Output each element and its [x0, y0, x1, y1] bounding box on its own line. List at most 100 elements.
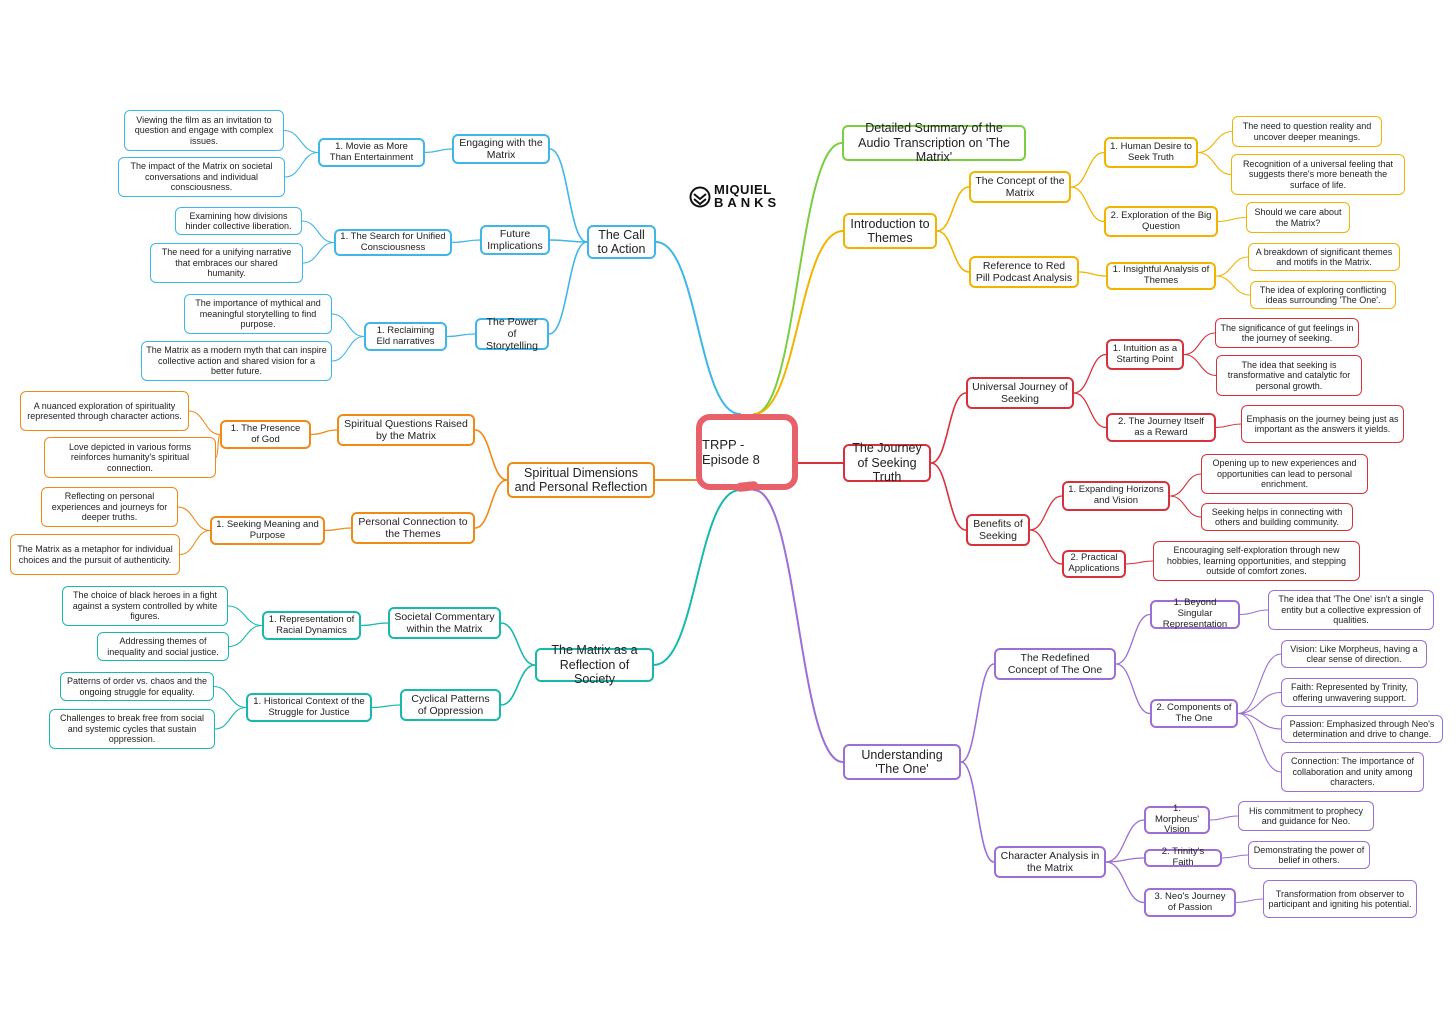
- leaf-node-should-we-care-about-the-matrix[interactable]: Should we care about the Matrix?: [1246, 202, 1350, 233]
- leaf-connector-seeking-helps-in-connecting-with-others-: [1169, 495, 1202, 518]
- leaf-connector-the-need-for-a-unifying-narrative-that-e: [302, 241, 335, 264]
- sub-node-spiritual-questions-raised-by-the-matrix[interactable]: Spiritual Questions Raised by the Matrix: [337, 414, 475, 446]
- item-node-1-human-desire-to-seek-truth[interactable]: 1. Human Desire to Seek Truth: [1104, 137, 1198, 168]
- leaf-node-the-significance-of-gut-feelings-in-the--label: The significance of gut feelings in the …: [1220, 322, 1354, 343]
- leaf-node-the-matrix-as-a-modern-myth-that-can-ins[interactable]: The Matrix as a modern myth that can ins…: [141, 341, 332, 381]
- leaf-node-viewing-the-film-as-an-invitation-to-que[interactable]: Viewing the film as an invitation to que…: [124, 110, 284, 151]
- leaf-connector-the-idea-that-seeking-is-transformative-: [1183, 353, 1217, 377]
- sub-node-societal-commentary-within-the-matrix[interactable]: Societal Commentary within the Matrix: [388, 607, 501, 639]
- item-node-3-neo-s-journey-of-passion[interactable]: 3. Neo's Journey of Passion: [1144, 888, 1236, 917]
- leaf-node-love-depicted-in-various-forms-reinforce[interactable]: Love depicted in various forms reinforce…: [44, 437, 216, 478]
- branch-node-intro[interactable]: Introduction to Themes: [843, 213, 937, 249]
- branch-node-call[interactable]: The Call to Action: [587, 225, 656, 259]
- leaf-node-challenges-to-break-free-from-social-and[interactable]: Challenges to break free from social and…: [49, 709, 215, 749]
- leaf-node-faith-represented-by-trinity-offering-un[interactable]: Faith: Represented by Trinity, offering …: [1281, 678, 1418, 707]
- item-node-2-exploration-of-the-big-question-label: 2. Exploration of the Big Question: [1110, 209, 1212, 232]
- leaf-node-the-matrix-as-a-metaphor-for-individual--label: The Matrix as a metaphor for individual …: [17, 544, 173, 565]
- branch-node-summary[interactable]: Detailed Summary of the Audio Transcript…: [842, 121, 1026, 164]
- leaf-node-vision-like-morpheus-having-a-clear-sens[interactable]: Vision: Like Morpheus, having a clear se…: [1281, 640, 1427, 668]
- leaf-node-the-need-for-a-unifying-narrative-that-e[interactable]: The need for a unifying narrative that e…: [150, 243, 303, 283]
- item-node-1-seeking-meaning-and-purpose[interactable]: 1. Seeking Meaning and Purpose: [210, 516, 325, 545]
- item-node-2-trinity-s-faith[interactable]: 2. Trinity's Faith: [1144, 846, 1222, 868]
- leaf-node-connection-the-importance-of-collaborati[interactable]: Connection: The importance of collaborat…: [1281, 752, 1424, 792]
- leaf-node-the-importance-of-mythical-and-meaningfu[interactable]: The importance of mythical and meaningfu…: [184, 294, 332, 334]
- item-connector-1-seeking-meaning-and-purpose: [324, 527, 352, 532]
- branch-node-call-label: The Call to Action: [597, 227, 646, 256]
- leaf-node-demonstrating-the-power-of-belief-in-oth[interactable]: Demonstrating the power of belief in oth…: [1248, 841, 1370, 869]
- item-node-1-beyond-singular-representation[interactable]: 1. Beyond Singular Representation: [1150, 597, 1240, 630]
- sub-node-the-redefined-concept-of-the-one[interactable]: The Redefined Concept of The One: [994, 648, 1116, 680]
- leaf-node-transformation-from-observer-to-particip-label: Transformation from observer to particip…: [1268, 888, 1412, 909]
- leaf-node-reflecting-on-personal-experiences-and-j[interactable]: Reflecting on personal experiences and j…: [41, 487, 178, 527]
- leaf-node-the-idea-that-seeking-is-transformative-[interactable]: The idea that seeking is transformative …: [1216, 355, 1362, 396]
- root-node[interactable]: TRPP - Episode 8: [696, 414, 798, 490]
- sub-connector-reference-to-red-pill-podcast-analysis: [936, 230, 970, 273]
- brand-line-1: MIQUIEL: [714, 182, 772, 197]
- leaf-node-passion-emphasized-through-neo-s-determi[interactable]: Passion: Emphasized through Neo's determ…: [1281, 715, 1443, 743]
- item-node-1-movie-as-more-than-entertainment[interactable]: 1. Movie as More Than Entertainment: [318, 138, 425, 167]
- item-node-1-morpheus-vision[interactable]: 1. Morpheus' Vision: [1144, 803, 1210, 835]
- branch-node-intro-label: Introduction to Themes: [850, 216, 930, 245]
- item-node-1-historical-context-of-the-struggle-for[interactable]: 1. Historical Context of the Struggle fo…: [246, 693, 372, 722]
- sub-node-benefits-of-seeking-label: Benefits of Seeking: [973, 517, 1023, 542]
- leaf-node-a-nuanced-exploration-of-spirituality-re[interactable]: A nuanced exploration of spirituality re…: [20, 391, 189, 431]
- leaf-node-reflecting-on-personal-experiences-and-j-label: Reflecting on personal experiences and j…: [51, 491, 168, 523]
- sub-node-universal-journey-of-seeking[interactable]: Universal Journey of Seeking: [966, 377, 1074, 409]
- sub-node-reference-to-red-pill-podcast-analysis[interactable]: Reference to Red Pill Podcast Analysis: [969, 256, 1079, 288]
- leaf-connector-the-impact-of-the-matrix-on-societal-con: [284, 151, 319, 178]
- sub-node-the-power-of-storytelling[interactable]: The Power of Storytelling: [475, 316, 549, 352]
- leaf-node-the-choice-of-black-heroes-in-a-fight-ag[interactable]: The choice of black heroes in a fight ag…: [62, 586, 228, 626]
- leaf-connector-the-matrix-as-a-modern-myth-that-can-ins: [331, 335, 365, 362]
- leaf-node-emphasis-on-the-journey-being-just-as-im[interactable]: Emphasis on the journey being just as im…: [1241, 405, 1404, 443]
- leaf-node-the-idea-that-the-one-isn-t-a-single-ent[interactable]: The idea that 'The One' isn't a single e…: [1268, 590, 1434, 630]
- sub-node-personal-connection-to-the-themes[interactable]: Personal Connection to the Themes: [351, 512, 475, 544]
- branch-node-one[interactable]: Understanding 'The One': [843, 744, 961, 780]
- sub-node-cyclical-patterns-of-oppression[interactable]: Cyclical Patterns of Oppression: [400, 689, 501, 721]
- leaf-node-the-importance-of-mythical-and-meaningfu-label: The importance of mythical and meaningfu…: [195, 298, 321, 330]
- leaf-node-addressing-themes-of-inequality-and-soci[interactable]: Addressing themes of inequality and soci…: [97, 632, 229, 661]
- item-node-1-reclaiming-eld-narratives[interactable]: 1. Reclaiming Eld narratives: [364, 322, 447, 351]
- leaf-node-recognition-of-a-universal-feeling-that-[interactable]: Recognition of a universal feeling that …: [1231, 154, 1405, 195]
- leaf-node-a-breakdown-of-significant-themes-and-mo[interactable]: A breakdown of significant themes and mo…: [1248, 243, 1400, 271]
- item-node-2-components-of-the-one[interactable]: 2. Components of The One: [1150, 699, 1238, 728]
- item-node-1-intuition-as-a-starting-point[interactable]: 1. Intuition as a Starting Point: [1106, 339, 1184, 370]
- sub-node-engaging-with-the-matrix[interactable]: Engaging with the Matrix: [452, 134, 550, 164]
- item-node-2-exploration-of-the-big-question[interactable]: 2. Exploration of the Big Question: [1104, 206, 1218, 237]
- leaf-node-his-commitment-to-prophecy-and-guidance-[interactable]: His commitment to prophecy and guidance …: [1238, 801, 1374, 831]
- branch-node-spirit[interactable]: Spiritual Dimensions and Personal Reflec…: [507, 462, 655, 498]
- branch-node-society[interactable]: The Matrix as a Reflection of Society: [535, 643, 654, 686]
- sub-node-character-analysis-in-the-matrix[interactable]: Character Analysis in the Matrix: [994, 846, 1106, 878]
- item-node-1-the-presence-of-god[interactable]: 1. The Presence of God: [220, 420, 311, 449]
- item-node-1-representation-of-racial-dynamics-label: 1. Representation of Racial Dynamics: [268, 613, 355, 636]
- leaf-connector-patterns-of-order-vs-chaos-and-the-ongoi: [213, 685, 247, 709]
- leaf-node-the-idea-of-exploring-conflicting-ideas-[interactable]: The idea of exploring conflicting ideas …: [1250, 281, 1396, 309]
- leaf-node-opening-up-to-new-experiences-and-opport[interactable]: Opening up to new experiences and opport…: [1201, 454, 1368, 494]
- leaf-node-the-significance-of-gut-feelings-in-the-[interactable]: The significance of gut feelings in the …: [1215, 318, 1359, 348]
- item-node-2-the-journey-itself-as-a-reward[interactable]: 2. The Journey Itself as a Reward: [1106, 413, 1216, 442]
- leaf-node-the-impact-of-the-matrix-on-societal-con[interactable]: The impact of the Matrix on societal con…: [118, 157, 285, 197]
- branch-node-journey[interactable]: The Journey of Seeking Truth: [843, 441, 931, 484]
- leaf-node-the-need-to-question-reality-and-uncover[interactable]: The need to question reality and uncover…: [1232, 116, 1382, 147]
- item-node-2-practical-applications[interactable]: 2. Practical Applications: [1062, 550, 1126, 578]
- item-node-1-the-search-for-unified-consciousness[interactable]: 1. The Search for Unified Consciousness: [334, 229, 452, 256]
- leaf-connector-the-idea-that-the-one-isn-t-a-single-ent: [1239, 609, 1269, 616]
- sub-node-the-concept-of-the-matrix[interactable]: The Concept of the Matrix: [969, 171, 1071, 203]
- item-node-1-representation-of-racial-dynamics[interactable]: 1. Representation of Racial Dynamics: [262, 611, 361, 640]
- leaf-node-patterns-of-order-vs-chaos-and-the-ongoi[interactable]: Patterns of order vs. chaos and the ongo…: [60, 672, 214, 701]
- sub-node-reference-to-red-pill-podcast-analysis-label: Reference to Red Pill Podcast Analysis: [975, 259, 1073, 284]
- leaf-node-encouraging-self-exploration-through-new[interactable]: Encouraging self-exploration through new…: [1153, 541, 1360, 581]
- item-node-1-expanding-horizons-and-vision[interactable]: 1. Expanding Horizons and Vision: [1062, 481, 1170, 511]
- item-node-2-practical-applications-label: 2. Practical Applications: [1068, 552, 1120, 574]
- leaf-node-examining-how-divisions-hinder-collectiv[interactable]: Examining how divisions hinder collectiv…: [175, 207, 302, 235]
- item-node-1-human-desire-to-seek-truth-label: 1. Human Desire to Seek Truth: [1110, 140, 1192, 163]
- item-node-1-insightful-analysis-of-themes[interactable]: 1. Insightful Analysis of Themes: [1106, 262, 1216, 290]
- leaf-node-seeking-helps-in-connecting-with-others-[interactable]: Seeking helps in connecting with others …: [1201, 503, 1353, 531]
- sub-node-benefits-of-seeking[interactable]: Benefits of Seeking: [966, 514, 1030, 546]
- item-node-1-intuition-as-a-starting-point-label: 1. Intuition as a Starting Point: [1112, 342, 1178, 365]
- branch-connector-summary: [753, 142, 843, 415]
- leaf-node-the-matrix-as-a-metaphor-for-individual-[interactable]: The Matrix as a metaphor for individual …: [10, 534, 180, 575]
- sub-connector-engaging-with-the-matrix: [549, 148, 588, 243]
- leaf-node-transformation-from-observer-to-particip[interactable]: Transformation from observer to particip…: [1263, 880, 1417, 918]
- sub-node-future-implications[interactable]: Future Implications: [480, 225, 550, 255]
- branch-node-summary-label: Detailed Summary of the Audio Transcript…: [858, 121, 1010, 165]
